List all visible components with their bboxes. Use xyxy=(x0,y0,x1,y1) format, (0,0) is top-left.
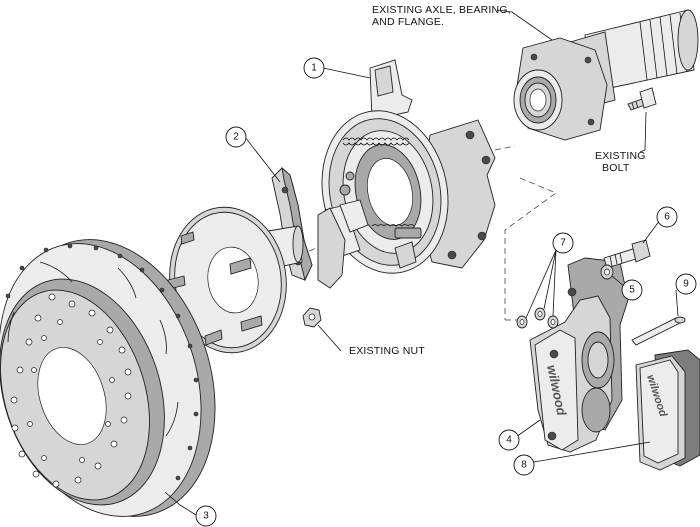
callout-9-number: 9 xyxy=(683,279,689,290)
parking-brake-assembly xyxy=(321,59,496,274)
callout-7: 7 xyxy=(552,232,574,254)
rotor-drill-holes xyxy=(10,293,132,488)
brake-pads: wilwood xyxy=(635,349,700,471)
existing-axle-label-line-2: AND FLANGE. xyxy=(372,16,444,28)
existing-nut-label: EXISTING NUT xyxy=(349,345,425,357)
existing-bolt xyxy=(627,87,657,111)
callout-5: 5 xyxy=(621,279,643,301)
existing-nut xyxy=(302,307,322,328)
wheel-studs xyxy=(167,231,263,346)
hub-adapter xyxy=(167,206,304,354)
brake-caliper: wilwood xyxy=(529,257,629,453)
callout-8-number: 8 xyxy=(521,460,527,471)
callout-3-number: 3 xyxy=(203,511,209,522)
cotter-pin xyxy=(631,316,686,346)
lock-washer xyxy=(600,264,614,280)
callout-6-number: 6 xyxy=(664,212,670,223)
callout-8: 8 xyxy=(513,454,535,476)
callout-1: 1 xyxy=(303,57,325,79)
rotor-outer-holes xyxy=(5,243,199,481)
callout-6: 6 xyxy=(656,206,678,228)
callout-7-number: 7 xyxy=(560,238,566,249)
callout-1-number: 1 xyxy=(311,63,317,74)
callout-9: 9 xyxy=(675,273,697,295)
shim-washers xyxy=(516,307,559,329)
existing-bolt-label-line-2: BOLT xyxy=(602,162,630,174)
callout-4-number: 4 xyxy=(506,435,512,446)
existing-axle-label: EXISTING AXLE, BEARING, AND FLANGE. xyxy=(372,4,511,28)
leader-lines xyxy=(164,9,679,516)
callout-5-number: 5 xyxy=(629,285,635,296)
callout-3: 3 xyxy=(195,505,217,527)
caliper-bolt xyxy=(603,239,651,269)
callout-4: 4 xyxy=(498,429,520,451)
brake-rotor xyxy=(0,239,216,517)
existing-bolt-label: EXISTING BOLT xyxy=(595,150,646,174)
callout-2-number: 2 xyxy=(233,132,239,143)
callout-2: 2 xyxy=(225,126,247,148)
existing-axle-assembly xyxy=(513,9,699,141)
existing-axle-label-line-1: EXISTING AXLE, BEARING, xyxy=(372,4,511,16)
existing-bolt-label-line-1: EXISTING xyxy=(595,150,646,162)
